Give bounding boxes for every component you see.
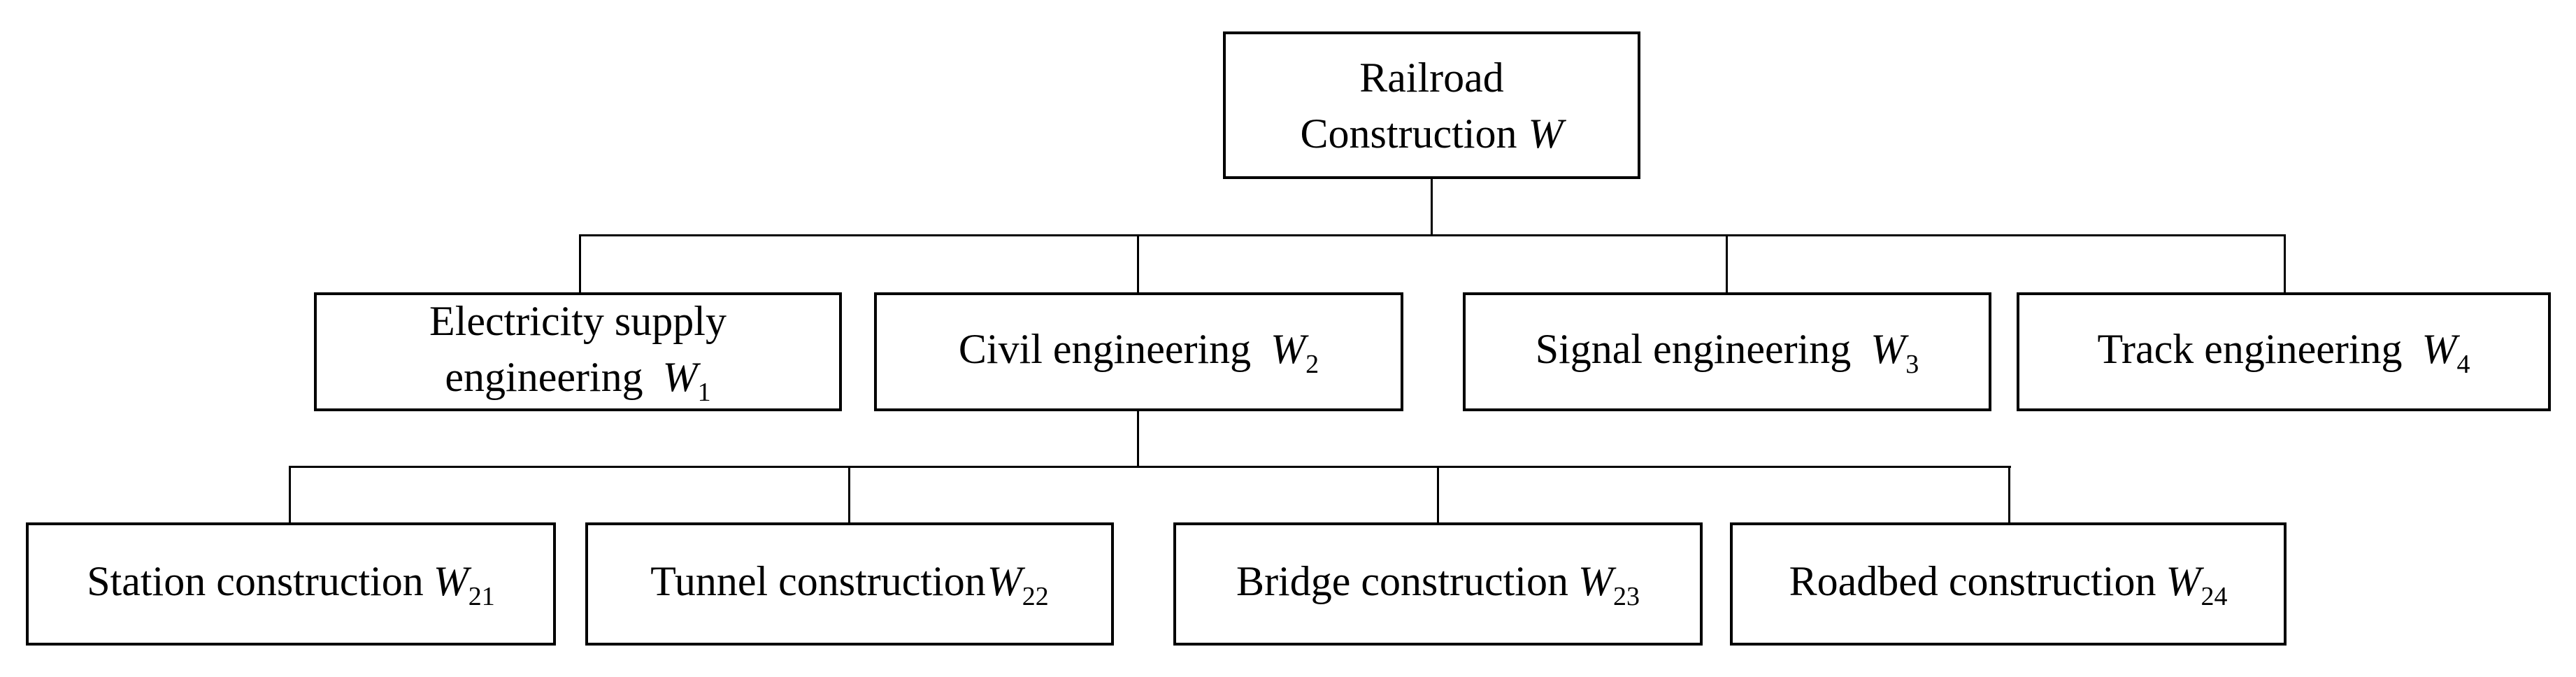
node-subscript: 23 bbox=[1612, 582, 1640, 611]
edge-drop-bridge bbox=[1437, 466, 1439, 524]
edge-root-stem bbox=[1431, 178, 1433, 236]
edge-drop-signal bbox=[1726, 234, 1728, 294]
node-symbol: W bbox=[1577, 558, 1613, 604]
node-subscript: 22 bbox=[1022, 582, 1049, 611]
edge-drop-electricity bbox=[579, 234, 581, 294]
node-label-line1: Electricity supply bbox=[429, 298, 727, 344]
node-symbol: W bbox=[2166, 558, 2201, 604]
node-label: Tunnel constructionW22 bbox=[650, 553, 1048, 615]
node-subscript: 24 bbox=[2201, 582, 2228, 611]
node-subscript: 3 bbox=[1905, 350, 1919, 379]
edge-level3-bar bbox=[289, 466, 2011, 468]
node-symbol: W bbox=[1271, 326, 1306, 372]
node-symbol: W bbox=[2421, 326, 2457, 372]
edge-drop-station bbox=[289, 466, 291, 524]
node-symbol: W bbox=[1528, 110, 1564, 157]
edge-level2-bar bbox=[579, 234, 2286, 236]
node-symbol: W bbox=[662, 354, 698, 400]
edge-civil-stem bbox=[1137, 410, 1139, 467]
node-tunnel-construction: Tunnel constructionW22 bbox=[585, 522, 1114, 646]
edge-drop-civil bbox=[1137, 234, 1139, 294]
node-symbol: W bbox=[433, 558, 468, 604]
node-label-line1: Railroad bbox=[1359, 54, 1504, 101]
node-symbol: W bbox=[987, 558, 1022, 604]
edge-drop-roadbed bbox=[2008, 466, 2010, 524]
node-subscript: 2 bbox=[1305, 350, 1319, 379]
node-subscript: 1 bbox=[697, 378, 711, 407]
node-symbol: W bbox=[1870, 326, 1906, 372]
edge-drop-track bbox=[2284, 234, 2286, 294]
node-subscript: 4 bbox=[2456, 350, 2470, 379]
node-subscript: 21 bbox=[468, 582, 495, 611]
edge-drop-tunnel bbox=[848, 466, 850, 524]
